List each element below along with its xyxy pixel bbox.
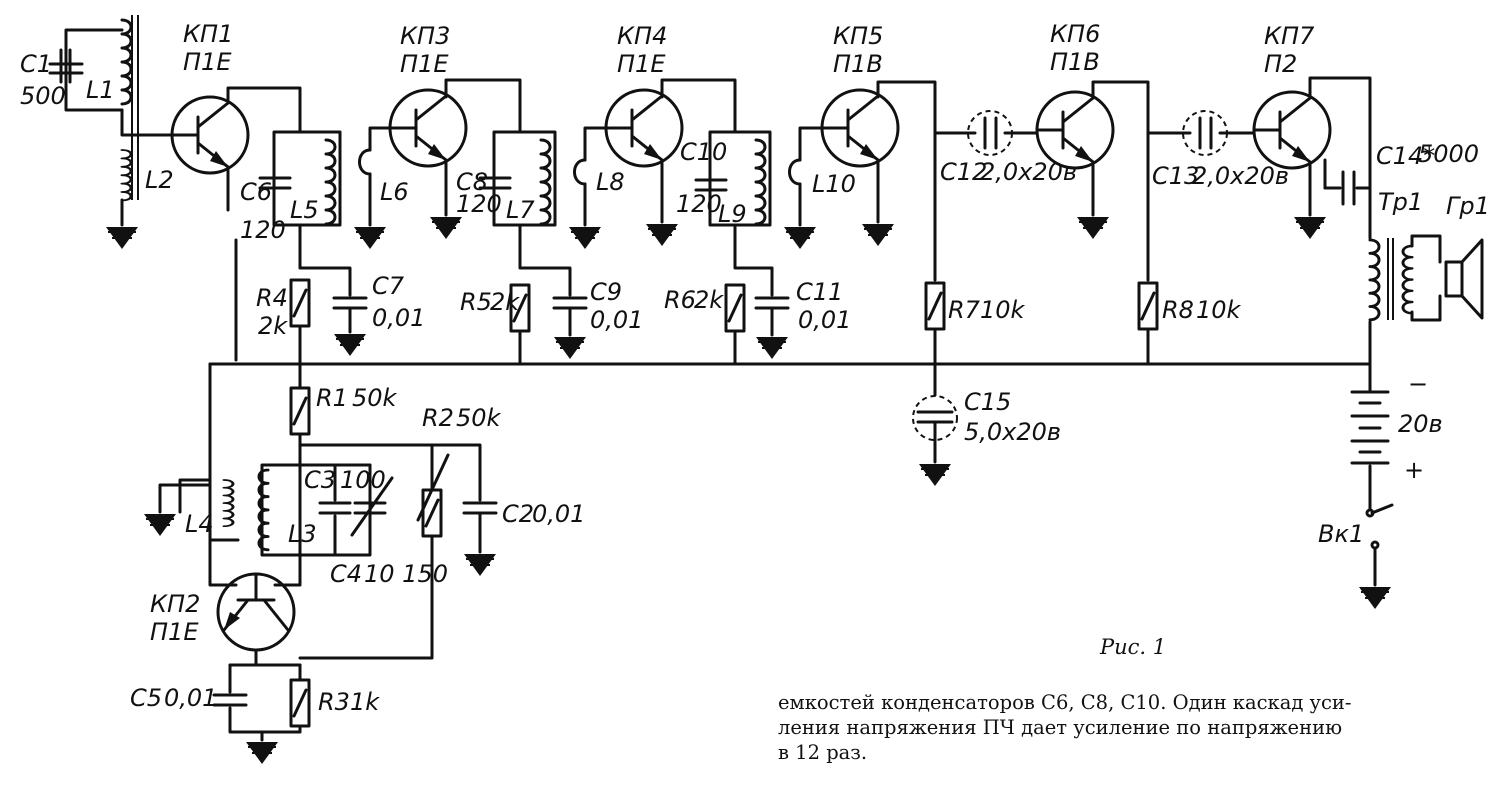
kp1-ref: КП1	[183, 20, 233, 48]
c2-value: 0,01	[532, 500, 585, 528]
output-transformer	[1368, 234, 1484, 392]
kp7-type: П2	[1264, 50, 1297, 78]
kp5-ref: КП5	[833, 22, 883, 50]
l10-label: L10	[812, 170, 856, 198]
kp3-type: П1Е	[400, 50, 449, 78]
l7-label: L7	[506, 196, 535, 224]
l6-label: L6	[380, 178, 409, 206]
c1-l1-input-circuit	[48, 15, 180, 250]
r3-value: 1k	[350, 688, 380, 716]
c4-ref: C4	[330, 560, 362, 588]
c15-value: 5,0x20в	[964, 418, 1061, 446]
kp3-ref: КП3	[400, 22, 450, 50]
l9-label: L9	[718, 200, 747, 228]
kp4-ref: КП4	[617, 22, 667, 50]
coil-l10	[783, 126, 895, 250]
c3-ref: C3	[304, 466, 336, 494]
transistor-kp7	[1252, 90, 1332, 170]
r4-ref: R4	[256, 284, 288, 312]
kp2-ref: КП2	[150, 590, 200, 618]
body-paragraph: емкостей конденсаторов C6, C8, C10. Один…	[778, 690, 1483, 765]
c10-value: 120	[676, 190, 722, 218]
c1-value: 500	[20, 82, 66, 110]
c4-value: 10 150	[364, 560, 448, 588]
kp1-type: П1Е	[183, 48, 232, 76]
r5-value: 2k	[490, 288, 520, 316]
figure-caption: Рис. 1	[1099, 635, 1166, 659]
c6-value: 120	[240, 216, 286, 244]
c8-ref: C8	[456, 168, 488, 196]
transistor-kp5	[820, 88, 900, 168]
r8-value: 10k	[1196, 296, 1242, 324]
kp5-type: П1В	[833, 50, 883, 78]
transistor-kp3	[388, 88, 468, 168]
body-line-1: емкостей конденсаторов C6, C8, C10. Один…	[778, 691, 1352, 714]
c8-value: 120	[456, 190, 502, 218]
c9-value: 0,01	[590, 306, 643, 334]
l5-label: L5	[290, 196, 319, 224]
r2-ref: R2	[422, 404, 454, 432]
r8-ref: R8	[1162, 296, 1194, 324]
r7-value: 10k	[980, 296, 1026, 324]
body-line-3: в 12 раз.	[778, 741, 868, 764]
battery-plus: +	[1404, 456, 1424, 484]
transistor-kp4	[604, 88, 684, 168]
kp2-type: П1Е	[150, 618, 199, 646]
oscillator-section	[143, 362, 498, 765]
c14-ref: C14*	[1376, 142, 1435, 170]
c5-ref: C5	[130, 684, 162, 712]
l1-label: L1	[86, 76, 115, 104]
c15-ref: C15	[964, 388, 1011, 416]
transformer-label: Тр1	[1378, 188, 1423, 216]
coil-l8	[568, 126, 679, 250]
if-stage-3	[660, 78, 790, 366]
battery-voltage: 20в	[1398, 410, 1443, 438]
battery-switch	[1350, 390, 1394, 610]
l3-label: L3	[288, 520, 317, 548]
r6-value: 2k	[694, 286, 724, 314]
kp6-ref: КП6	[1050, 20, 1100, 48]
l8-label: L8	[596, 168, 625, 196]
c12-ref: C12	[940, 158, 987, 186]
if-stage-1	[226, 86, 368, 366]
body-line-2: ления напряжения ПЧ дает усиление по нап…	[778, 716, 1343, 739]
r4-value: 2k	[258, 312, 288, 340]
c11-ref: C11	[796, 278, 843, 306]
c6-ref: C6	[240, 178, 272, 206]
c13-value: 2,0x20в	[1192, 162, 1289, 190]
c9-ref: C9	[590, 278, 622, 306]
audio-stages	[876, 76, 1372, 487]
r1-ref: R1	[316, 384, 348, 412]
r2-value: 50k	[456, 404, 502, 432]
r3-ref: R3	[318, 688, 350, 716]
transistor-kp6	[1035, 90, 1115, 170]
c1-ref: C1	[20, 50, 52, 78]
c14-value: 5000	[1418, 140, 1479, 168]
l2-label: L2	[145, 166, 174, 194]
r6-ref: R6	[664, 286, 696, 314]
c7-value: 0,01	[372, 304, 425, 332]
c2-ref: C2	[502, 500, 534, 528]
if-stage-2	[444, 78, 588, 366]
c3-value: 100	[340, 466, 386, 494]
r1-value: 50k	[352, 384, 398, 412]
kp4-type: П1Е	[617, 50, 666, 78]
r7-ref: R7	[948, 296, 981, 324]
transistor-kp1	[170, 95, 250, 175]
c12-value: 2,0x20в	[980, 158, 1077, 186]
speaker-label: Гр1	[1446, 192, 1490, 220]
switch-label: Вк1	[1318, 520, 1364, 548]
kp6-type: П1В	[1050, 48, 1100, 76]
r5-ref: R5	[460, 288, 492, 316]
kp7-ref: КП7	[1264, 22, 1315, 50]
c5-value: 0,01	[164, 684, 217, 712]
c7-ref: C7	[372, 272, 405, 300]
c13-ref: C13	[1152, 162, 1199, 190]
coil-l6	[353, 126, 463, 250]
c11-value: 0,01	[798, 306, 851, 334]
battery-minus: −	[1408, 370, 1428, 398]
l4-label: L4	[185, 510, 214, 538]
c10-ref: C10	[680, 138, 727, 166]
